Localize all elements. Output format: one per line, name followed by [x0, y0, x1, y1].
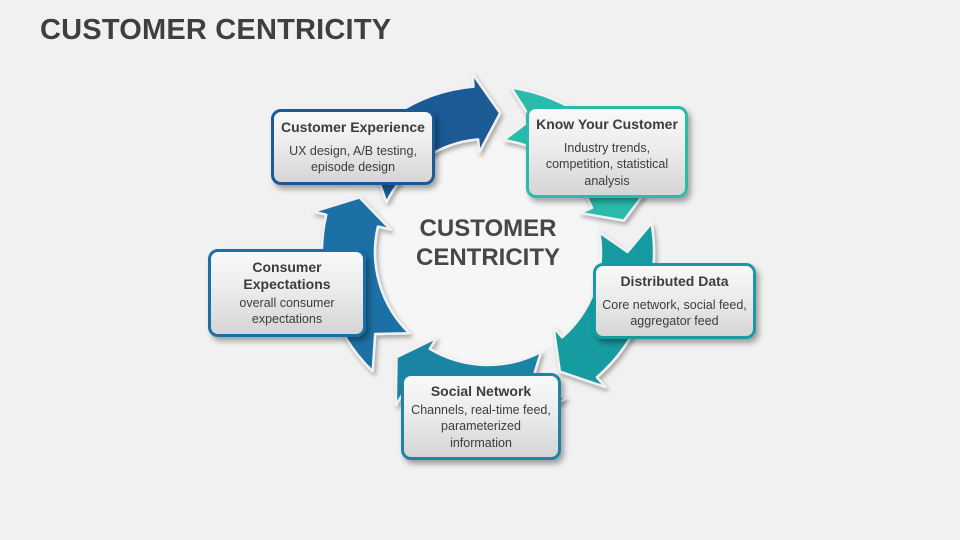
- node-distributed-data: Distributed Data Core network, social fe…: [593, 263, 756, 339]
- node-consumer-expectations: Consumer Expectations overall consumer e…: [208, 249, 366, 337]
- node-desc-distributed-data: Core network, social feed, aggregator fe…: [602, 298, 747, 329]
- node-social-network: Social Network Channels, real-time feed,…: [401, 373, 561, 460]
- node-title-know-your-customer: Know Your Customer: [536, 116, 678, 132]
- node-desc-know-your-customer: Industry trends, competition, statistica…: [545, 141, 669, 188]
- node-title-social-network: Social Network: [430, 383, 532, 399]
- node-title-distributed-data: Distributed Data: [620, 273, 729, 289]
- node-desc-consumer-expectations: overall consumer expectations: [239, 296, 335, 327]
- slide-title: CUSTOMER CENTRICITY: [40, 14, 392, 46]
- node-know-your-customer: Know Your Customer Industry trends, comp…: [526, 106, 688, 198]
- node-title-consumer-expectations: Consumer Expectations: [243, 259, 331, 293]
- diagram-center-title: CUSTOMER CENTRICITY: [416, 215, 560, 272]
- node-desc-customer-experience: UX design, A/B testing, episode design: [289, 144, 417, 175]
- node-title-customer-experience: Customer Experience: [281, 119, 425, 135]
- node-customer-experience: Customer Experience UX design, A/B testi…: [271, 109, 435, 185]
- node-desc-social-network: Channels, real-time feed, parameterized …: [411, 403, 551, 450]
